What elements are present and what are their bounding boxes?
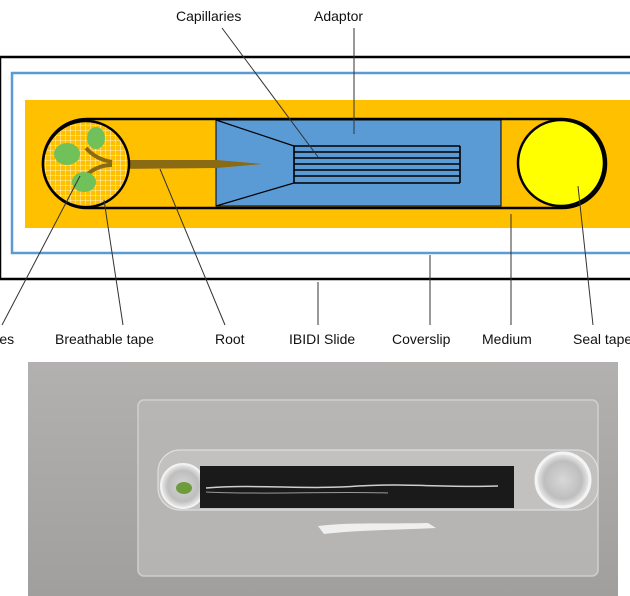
leader-breathable-tape <box>103 199 124 326</box>
leaf-top <box>87 127 105 149</box>
label-root: Root <box>215 331 245 347</box>
breathable-tape <box>41 119 131 209</box>
right-well <box>534 451 592 509</box>
leader-capillaries <box>221 27 319 158</box>
capillary-reflection <box>318 523 436 534</box>
label-ibidi-slide: IBIDI Slide <box>289 331 355 347</box>
label-seal-tape: Seal tape <box>573 331 630 347</box>
label-capillaries: Capillaries <box>176 8 241 24</box>
label-coverslip: Coverslip <box>392 331 451 347</box>
label-leaves: Leaves <box>0 331 14 347</box>
leader-root <box>159 168 226 326</box>
root-in-adaptor <box>216 160 262 168</box>
adaptor-taper-bottom <box>215 182 295 207</box>
leader-seal-tape <box>577 185 594 326</box>
photo-leaves <box>176 482 192 494</box>
device-photo <box>28 362 618 596</box>
leader-leaves <box>1 175 81 326</box>
device-schematic: Capillaries Adaptor Leaves Breathable ta… <box>0 8 630 347</box>
seedling <box>54 127 113 192</box>
label-adaptor: Adaptor <box>314 8 363 24</box>
seal-tape <box>516 118 606 208</box>
leaf-left <box>54 143 80 165</box>
capillaries <box>293 145 461 184</box>
adaptor-taper-top <box>215 119 295 147</box>
leaf-bottom <box>72 172 96 192</box>
photo-root <box>205 484 499 489</box>
label-breathable-tape: Breathable tape <box>55 331 154 347</box>
label-medium: Medium <box>482 331 532 347</box>
